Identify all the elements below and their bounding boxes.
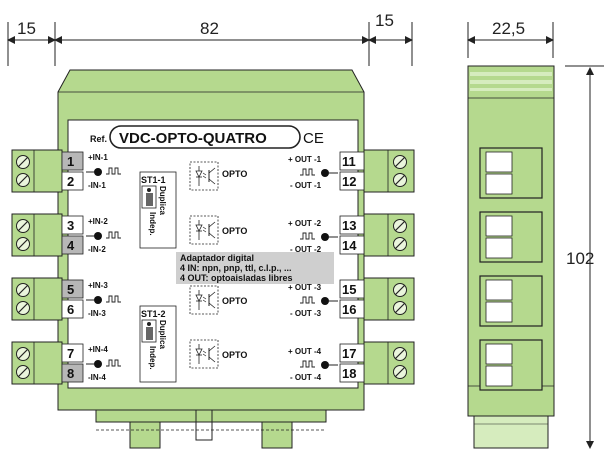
label-minus-in-2: -IN-2 (88, 245, 106, 254)
terminal-5: 5 (67, 282, 74, 297)
dim-right-margin: 15 (375, 11, 394, 30)
terminal-6: 6 (67, 302, 74, 317)
terminal-13: 13 (342, 218, 356, 233)
jumper-st1-1: ST1-1 Duplica Indep. (139, 171, 177, 249)
description-line-1: Adaptador digital (180, 253, 254, 263)
input-labels: +IN-1 -IN-1 +IN-2 -IN-2 +IN-3 -IN-3 +IN-… (88, 153, 108, 382)
output-jack-icon (321, 233, 329, 241)
input-terminal-numbers: 1 2 3 4 5 6 7 8 (61, 151, 84, 383)
jumper-st1-1-label: ST1-1 (141, 175, 166, 185)
label-plus-in-1: +IN-1 (88, 153, 108, 162)
label-plus-in-2: +IN-2 (88, 217, 108, 226)
output-labels: + OUT -1 - OUT -1 + OUT -2 - OUT -2 + OU… (288, 155, 322, 382)
ce-mark: CE (303, 130, 324, 147)
output-terminal-numbers: 11 12 13 14 15 16 17 18 (339, 151, 365, 383)
opto-label-3: OPTO (222, 296, 247, 306)
optocouplers: OPTO OPTO OPTO OPTO (189, 161, 247, 369)
label-plus-in-4: +IN-4 (88, 345, 108, 354)
input-jack-icon (94, 360, 102, 368)
label-plus-out-4: + OUT -4 (288, 347, 322, 356)
output-jack-icon (321, 169, 329, 177)
output-jack-icon (321, 297, 329, 305)
output-jack-icon (321, 361, 329, 369)
ref-prefix: Ref. (90, 134, 107, 144)
label-minus-out-4: - OUT -4 (290, 373, 322, 382)
terminal-11: 11 (342, 154, 356, 169)
terminal-1: 1 (67, 154, 74, 169)
label-minus-in-1: -IN-1 (88, 181, 106, 190)
side-view (467, 65, 555, 449)
terminal-2: 2 (67, 174, 74, 189)
terminal-3: 3 (67, 218, 74, 233)
terminal-7: 7 (67, 346, 74, 361)
input-jacks (86, 167, 122, 368)
input-jack-icon (94, 296, 102, 304)
output-jacks (299, 168, 338, 369)
terminal-14: 14 (342, 238, 357, 253)
dim-left-margin: 15 (17, 19, 36, 38)
model-badge (109, 125, 301, 149)
model-name: VDC-OPTO-QUATRO (119, 130, 267, 147)
jumper-st1-1-duplica: Duplica (158, 186, 167, 215)
terminal-4: 4 (67, 238, 75, 253)
left-terminal-blocks (11, 149, 63, 385)
dim-body-width: 82 (200, 19, 219, 38)
jumper-st1-2-label: ST1-2 (141, 309, 166, 319)
input-jack-icon (94, 232, 102, 240)
dim-height: 102 (566, 249, 594, 268)
description-line-3: 4 OUT: optoaisladas libres (180, 273, 293, 283)
terminal-18: 18 (342, 366, 356, 381)
label-plus-out-3: + OUT -3 (288, 283, 322, 292)
terminal-17: 17 (342, 346, 356, 361)
dimension-lines (7, 22, 604, 449)
jumper-st1-2-duplica: Duplica (158, 320, 167, 349)
opto-label-2: OPTO (222, 226, 247, 236)
dim-depth: 22,5 (492, 19, 525, 38)
label-plus-out-2: + OUT -2 (288, 219, 322, 228)
label-minus-in-4: -IN-4 (88, 373, 106, 382)
terminal-12: 12 (342, 174, 356, 189)
description-box: Adaptador digital 4 IN: npn, pnp, ttl, c… (176, 252, 334, 284)
description-line-2: 4 IN: npn, pnp, ttl, c.l.p., ... (180, 263, 292, 273)
jumper-st1-2-indep: Indep. (148, 346, 157, 370)
terminal-16: 16 (342, 302, 356, 317)
right-terminal-blocks (363, 149, 415, 385)
label-minus-in-3: -IN-3 (88, 309, 106, 318)
label-plus-in-3: +IN-3 (88, 281, 108, 290)
label-plus-out-1: + OUT -1 (288, 155, 322, 164)
jumper-st1-2: ST1-2 Duplica Indep. (139, 305, 177, 383)
label-minus-out-1: - OUT -1 (290, 181, 322, 190)
opto-label-1: OPTO (222, 169, 247, 179)
label-minus-out-2: - OUT -2 (290, 245, 322, 254)
jumper-st1-1-indep: Indep. (148, 212, 157, 236)
opto-label-4: OPTO (222, 350, 247, 360)
terminal-15: 15 (342, 282, 356, 297)
label-minus-out-3: - OUT -3 (290, 309, 322, 318)
input-jack-icon (94, 168, 102, 176)
terminal-8: 8 (67, 366, 74, 381)
